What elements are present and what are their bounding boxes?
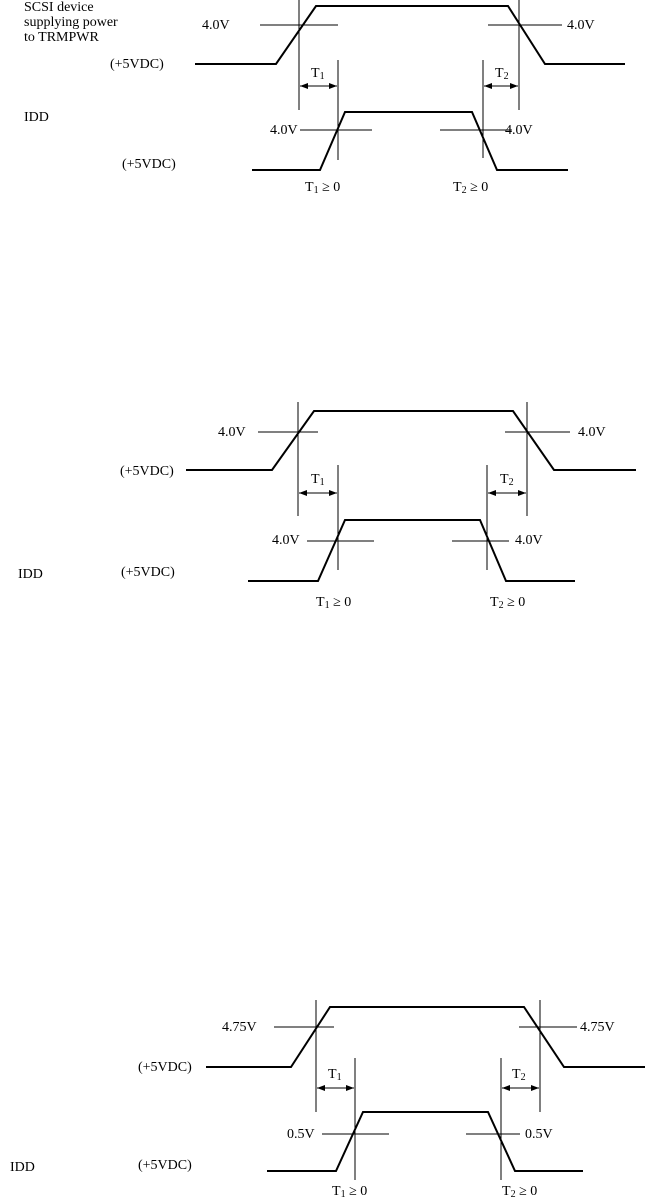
upper-level-label-right: 4.0V xyxy=(578,425,606,440)
lower-rail-label: (+5VDC) xyxy=(122,157,176,172)
device-label-line-3: to TRMPWR xyxy=(24,30,99,45)
diagram-3 xyxy=(206,1000,645,1180)
lower-rail-label: (+5VDC) xyxy=(121,565,175,580)
t2-label: T2 xyxy=(512,1067,526,1083)
upper-level-label-left: 4.0V xyxy=(202,18,230,33)
t1-label: T1 xyxy=(328,1067,342,1083)
upper-waveform xyxy=(195,5,625,65)
upper-level-label-right: 4.75V xyxy=(580,1020,615,1035)
diagram-2 xyxy=(186,402,636,582)
idd-label: IDD xyxy=(10,1160,35,1175)
lower-waveform xyxy=(252,111,568,171)
upper-rail-label: (+5VDC) xyxy=(138,1060,192,1075)
device-label-line-2: supplying power xyxy=(24,15,118,30)
lower-rail-label: (+5VDC) xyxy=(138,1158,192,1173)
t2-condition: T2 ≥ 0 xyxy=(453,180,489,196)
t1-label: T1 xyxy=(311,472,325,488)
upper-level-label-left: 4.0V xyxy=(218,425,246,440)
t1-condition: T1 ≥ 0 xyxy=(316,595,352,611)
lower-waveform xyxy=(267,1111,583,1172)
upper-waveform xyxy=(206,1006,645,1068)
t2-condition: T2 ≥ 0 xyxy=(502,1184,538,1200)
lower-level-label-left: 0.5V xyxy=(287,1127,315,1142)
idd-label: IDD xyxy=(18,567,43,582)
device-label-line-1: SCSI device xyxy=(24,0,94,15)
lower-level-label-left: 4.0V xyxy=(270,123,298,138)
lower-waveform xyxy=(248,519,575,582)
lower-level-label-right: 0.5V xyxy=(525,1127,553,1142)
upper-waveform xyxy=(186,410,636,471)
t2-label: T2 xyxy=(500,472,514,488)
upper-level-label-left: 4.75V xyxy=(222,1020,257,1035)
diagram-1 xyxy=(195,0,625,171)
t1-condition: T1 ≥ 0 xyxy=(332,1184,368,1200)
t1-label: T1 xyxy=(311,66,325,82)
idd-label: IDD xyxy=(24,110,49,125)
t2-condition: T2 ≥ 0 xyxy=(490,595,526,611)
upper-rail-label: (+5VDC) xyxy=(110,57,164,72)
t2-label: T2 xyxy=(495,66,509,82)
lower-level-label-right: 4.0V xyxy=(515,533,543,548)
lower-level-label-right: 4.0V xyxy=(505,123,533,138)
upper-level-label-right: 4.0V xyxy=(567,18,595,33)
upper-rail-label: (+5VDC) xyxy=(120,464,174,479)
t1-condition: T1 ≥ 0 xyxy=(305,180,341,196)
lower-level-label-left: 4.0V xyxy=(272,533,300,548)
